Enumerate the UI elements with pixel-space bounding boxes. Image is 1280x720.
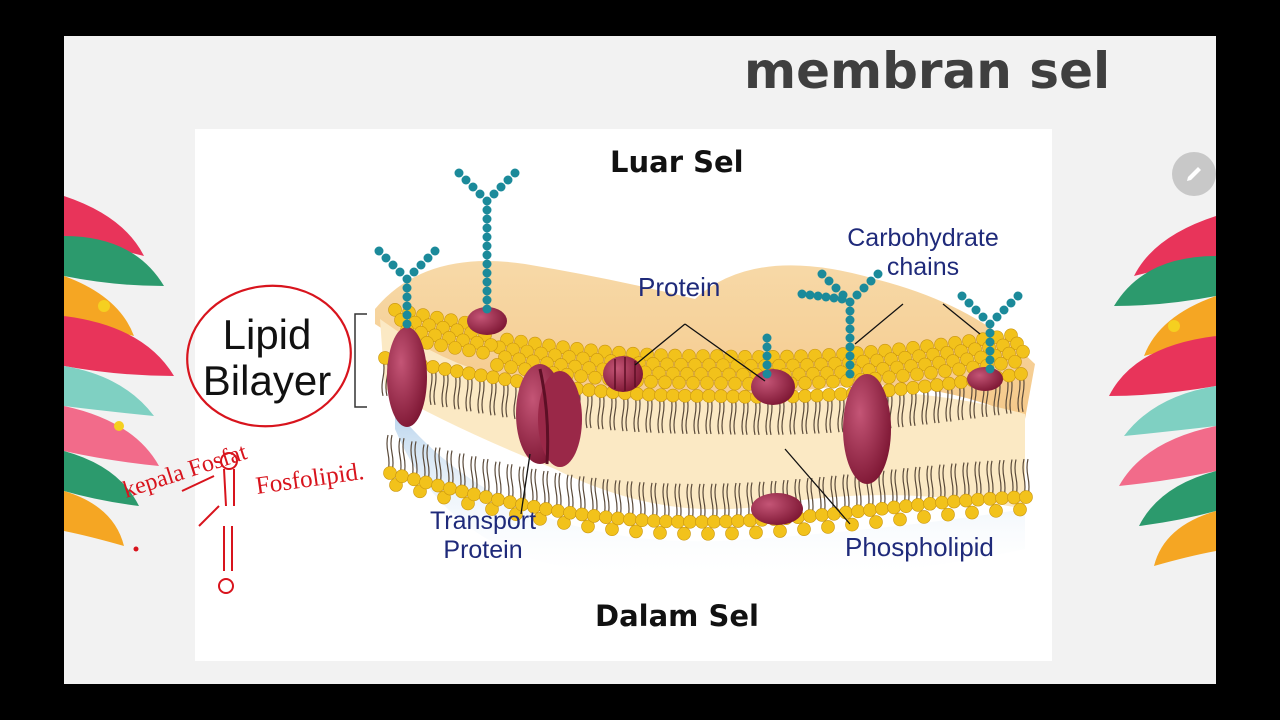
- protein-mid-right: [751, 369, 795, 405]
- bilayer-bracket: [354, 313, 367, 408]
- decorative-leaves-right-icon: [1109, 216, 1216, 566]
- protein-bottom: [751, 493, 803, 525]
- edit-button[interactable]: [1172, 152, 1216, 196]
- protein-small-round: [603, 356, 643, 392]
- slide: membran sel: [64, 36, 1216, 684]
- integral-protein-left: [387, 327, 427, 427]
- membrane-shadow: [395, 409, 1025, 581]
- transport-protein-label: Transport Protein: [429, 507, 537, 564]
- decorative-leaves-left-icon: [64, 196, 174, 546]
- phospholipid-label: Phospholipid: [845, 532, 994, 562]
- slide-title: membran sel: [744, 42, 1111, 100]
- peripheral-protein-top-left: [467, 307, 507, 335]
- inside-cell-label: Dalam Sel: [595, 599, 759, 633]
- integral-protein-right: [843, 374, 891, 484]
- protein-label: Protein: [638, 272, 721, 302]
- lipid-bilayer-label: Lipid Bilayer: [202, 311, 332, 404]
- pencil-icon: [1187, 167, 1201, 181]
- transport-protein-shape: [516, 364, 582, 467]
- carbohydrate-chains-label: Carbohydrate chains: [847, 224, 999, 281]
- membrane-figure: Luar Sel Dalam Sel Protein Carbohydrate …: [195, 129, 1052, 661]
- membrane-diagram: [354, 168, 1035, 581]
- protein-far-right: [967, 367, 1003, 391]
- outside-cell-label: Luar Sel: [610, 145, 744, 179]
